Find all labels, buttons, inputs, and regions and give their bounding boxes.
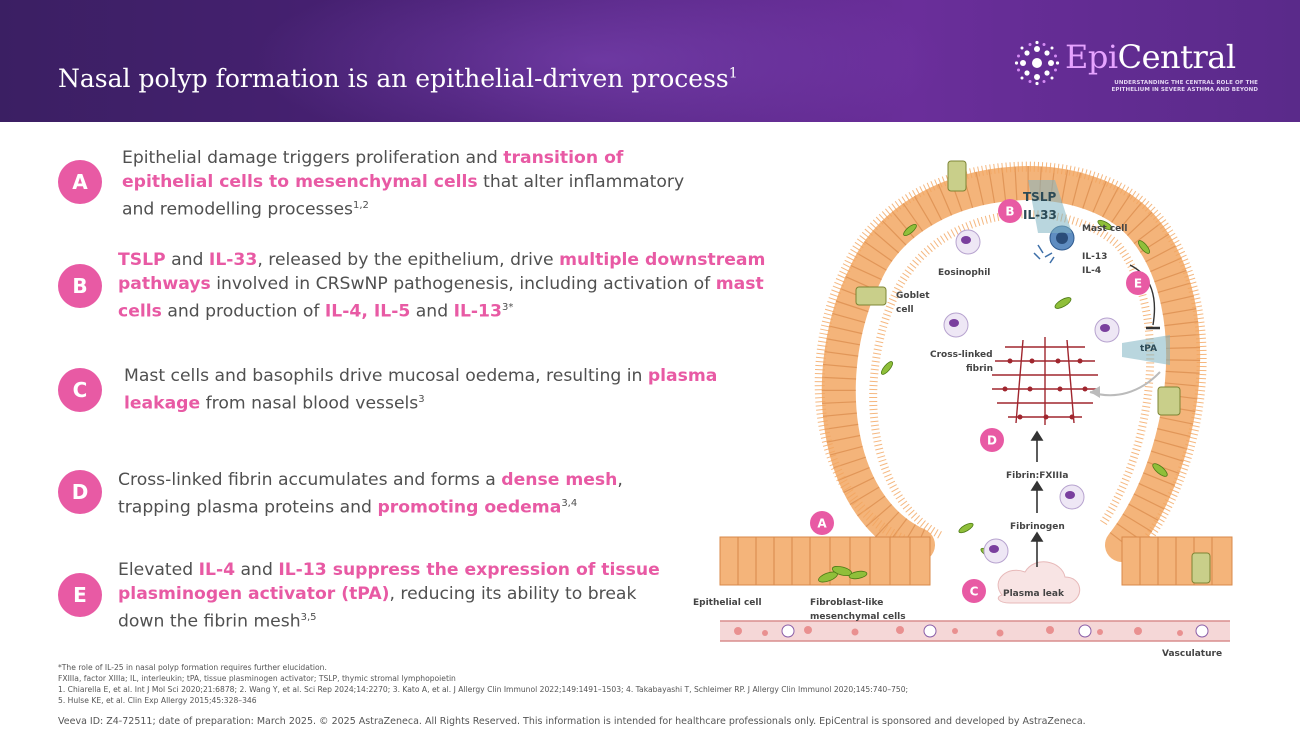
bullet-c-text: Mast cells and basophils drive mucosal o… (124, 366, 718, 414)
svg-text:D: D (987, 434, 997, 448)
bullet-e-badge: E (58, 573, 102, 617)
il13-label: IL-13 (1082, 252, 1107, 262)
vasculature-band (720, 621, 1230, 641)
bullet-a-text: Epithelial damage triggers proliferation… (122, 148, 685, 220)
tslp-label: TSLP (1023, 190, 1056, 204)
plasma-leak-cloud (997, 561, 1080, 604)
cilia-inner (869, 210, 1155, 539)
svg-text:E: E (1134, 277, 1142, 291)
fibroblast-cells (818, 219, 1168, 583)
epithelium-ring (821, 166, 1201, 562)
badge-e: E (1126, 271, 1150, 295)
svg-text:A: A (817, 517, 827, 531)
bullet-a-badge: A (58, 160, 102, 204)
cascade-arrows (1030, 430, 1044, 567)
goblet-cell-bottom (1191, 552, 1211, 584)
svg-text:C: C (970, 585, 979, 599)
header-glow (250, 0, 950, 122)
mast-cell-nucleus (1056, 232, 1068, 244)
veeva-disclaimer: Veeva ID: Z4-72511; date of preparation:… (58, 716, 1086, 727)
il33-label: IL-33 (1023, 208, 1057, 222)
goblet-label-1: Goblet (896, 291, 930, 301)
footnote-references-2: 5. Hulse KE, et al. Clin Exp Allergy 201… (58, 696, 257, 705)
logo-wordmark: EpiCentral (1065, 38, 1236, 76)
page-title: Nasal polyp formation is an epithelial-d… (58, 64, 738, 93)
logo-dots-icon (1014, 40, 1060, 86)
fibroblast-label-1: Fibroblast-like (810, 598, 883, 608)
fibrin-nodes (1002, 358, 1088, 420)
vasculature-label: Vasculature (1162, 649, 1222, 659)
fibrin-fxiiia-label: Fibrin:FXIIIa (1006, 471, 1068, 481)
badge-c: C (962, 579, 986, 603)
logo-tagline: UNDERSTANDING THE CENTRAL ROLE OF THE EP… (1111, 80, 1258, 93)
epithelial-cell-label: Epithelial cell (693, 598, 762, 608)
bullet-b-badge: B (58, 264, 102, 308)
footnote-references-1: 1. Chiarella E, et al. Int J Mol Sci 202… (58, 685, 909, 694)
fibroblast-label-2: mesenchymal cells (810, 612, 906, 622)
mast-cell-label: Mast cell (1082, 224, 1127, 234)
bullet-e-text: Elevated IL-4 and IL-13 suppress the exp… (118, 560, 660, 632)
fibrinogen-label: Fibrinogen (1010, 522, 1065, 532)
goblet-cell-top (947, 160, 967, 192)
fibrin-mesh (992, 337, 1098, 425)
mast-cell-granules (1033, 244, 1055, 264)
footnote-il25: *The role of IL-25 in nasal polyp format… (58, 663, 327, 672)
bullet-d-text: Cross-linked fibrin accumulates and form… (118, 470, 623, 518)
bullet-d-badge: D (58, 470, 102, 514)
vessel-immune-cells (781, 624, 1209, 638)
nasal-polyp-illustration: TSLP IL-33 Mast cell IL-13 IL-4 Eosinoph… (693, 160, 1233, 659)
goblet-cell-left (855, 286, 887, 306)
goblet-label-2: cell (896, 305, 914, 315)
epicentral-logo: EpiCentral UNDERSTANDING THE CENTRAL ROL… (1010, 38, 1270, 98)
eosinophil-nuclei (949, 236, 1110, 553)
tslp-beam (1028, 180, 1072, 233)
goblet-cell-right (1157, 386, 1181, 416)
tpa-beam (1122, 335, 1170, 365)
crosslinked-label-2: fibrin (966, 364, 993, 374)
footnotes: *The role of IL-25 in nasal polyp format… (58, 662, 1258, 706)
il4-label: IL-4 (1082, 266, 1101, 276)
crosslinked-label-1: Cross-linked (930, 350, 993, 360)
basal-epithelium-row-right (1121, 536, 1233, 586)
eosinophil-label: Eosinophil (938, 268, 990, 278)
tpa-label: tPA (1140, 344, 1157, 354)
badge-a: A (810, 511, 834, 535)
bullet-c-badge: C (58, 368, 102, 412)
plasma-leak-label: Plasma leak (1003, 589, 1065, 599)
bullet-b-text: TSLP and IL-33, released by the epitheli… (118, 250, 766, 322)
footnote-abbreviations: FXIIIa, factor XIIIa; IL, interleukin; t… (58, 674, 456, 683)
header-banner: Nasal polyp formation is an epithelial-d… (0, 0, 1300, 122)
badge-d: D (980, 428, 1004, 452)
svg-text:B: B (1005, 205, 1014, 219)
red-blood-cells (734, 626, 1183, 637)
tpa-arrow-head (1090, 386, 1100, 398)
badge-b: B (998, 199, 1022, 223)
e-inhibition-arrow (1129, 264, 1156, 326)
